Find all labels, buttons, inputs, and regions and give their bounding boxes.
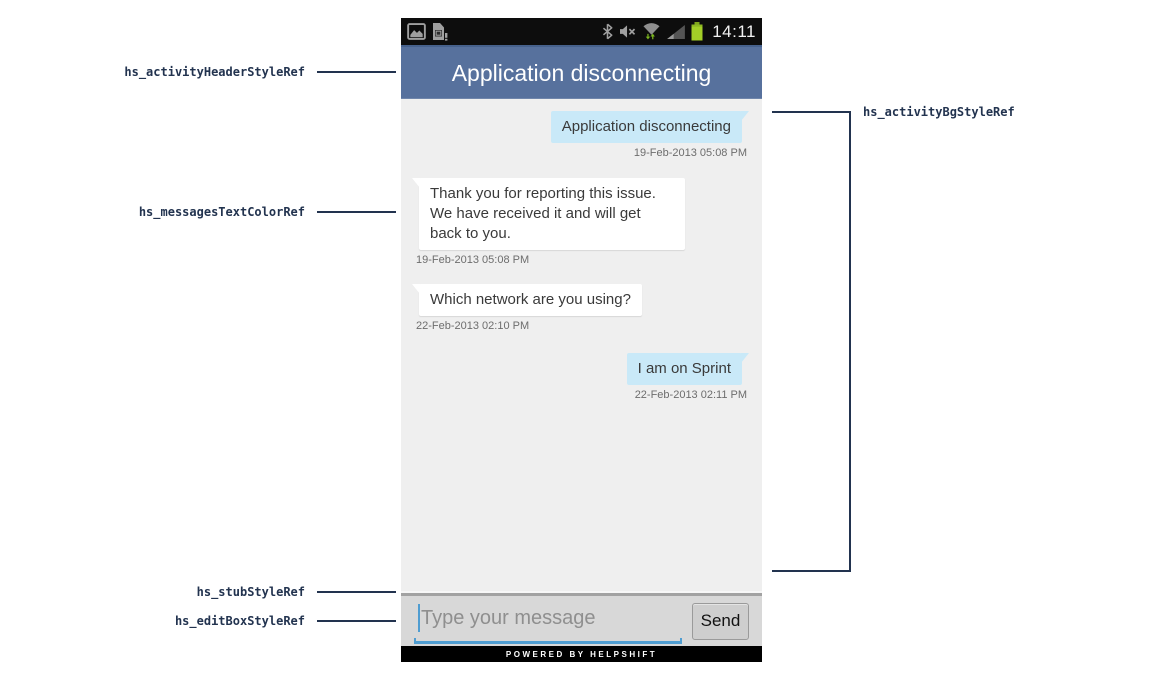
message-outgoing-2: I am on Sprint 22-Feb-2013 02:11 PM	[626, 353, 747, 401]
stub-divider	[401, 591, 762, 596]
status-bar: 14:11	[401, 18, 762, 45]
annotation-line-editbox-style	[317, 620, 396, 622]
gallery-icon	[407, 22, 426, 41]
status-bar-clock: 14:11	[712, 21, 756, 41]
annotation-stub-style: hs_stubStyleRef	[196, 585, 305, 599]
message-timestamp: 19-Feb-2013 05:08 PM	[416, 254, 530, 266]
annotation-editbox-style: hs_editBoxStyleRef	[174, 614, 305, 628]
activity-header: Application disconnecting	[401, 45, 762, 99]
conversation-list[interactable]: Application disconnecting 19-Feb-2013 05…	[401, 99, 762, 591]
mute-icon	[619, 24, 636, 39]
status-bar-left-icons	[407, 22, 448, 41]
annotation-activity-header-style: hs_activityHeaderStyleRef	[124, 65, 305, 79]
signal-strength-icon	[667, 24, 686, 39]
sim-alert-icon	[432, 22, 448, 41]
powered-by-footer: POWERED BY HELPSHIFT	[401, 646, 762, 662]
message-incoming-1: Thank you for reporting this issue. We h…	[416, 178, 685, 266]
phone-screen: 14:11 Application disconnecting Applicat…	[401, 18, 762, 662]
annotation-line-activity-header	[317, 71, 396, 73]
annotation-messages-text-color: hs_messagesTextColorRef	[138, 205, 305, 219]
message-timestamp: 22-Feb-2013 02:10 PM	[416, 320, 530, 332]
message-text: Application disconnecting	[561, 118, 731, 135]
activity-header-title: Application disconnecting	[451, 59, 712, 86]
send-button[interactable]: Send	[692, 602, 749, 640]
chat-bubble-outgoing: I am on Sprint	[626, 353, 742, 385]
message-incoming-2: Which network are you using? 22-Feb-2013…	[416, 284, 642, 332]
status-bar-right-icons: 14:11	[602, 22, 756, 42]
chat-bubble-outgoing: Application disconnecting	[550, 111, 742, 143]
powered-by-text: POWERED BY HELPSHIFT	[505, 649, 658, 659]
message-composer: Send	[401, 596, 762, 646]
annotation-line-messages-text-color	[317, 211, 396, 213]
message-input[interactable]	[414, 600, 682, 637]
message-timestamp: 22-Feb-2013 02:11 PM	[634, 389, 747, 401]
message-input-wrap	[414, 600, 682, 644]
text-cursor	[418, 604, 420, 632]
annotation-bracket-vertical	[849, 111, 851, 572]
annotation-activity-bg-style: hs_activityBgStyleRef	[863, 105, 1015, 119]
chat-bubble-incoming: Thank you for reporting this issue. We h…	[419, 178, 685, 250]
annotation-bracket-top	[772, 111, 851, 113]
chat-bubble-incoming: Which network are you using?	[419, 284, 642, 316]
message-timestamp: 19-Feb-2013 05:08 PM	[633, 147, 747, 159]
message-text: I am on Sprint	[637, 360, 731, 377]
annotation-bracket-bottom	[772, 570, 851, 572]
annotation-line-stub-style	[317, 591, 396, 593]
message-text: Thank you for reporting this issue. We h…	[430, 185, 656, 242]
bluetooth-icon	[602, 23, 613, 40]
message-outgoing-1: Application disconnecting 19-Feb-2013 05…	[550, 111, 747, 159]
battery-icon	[691, 22, 703, 41]
message-text: Which network are you using?	[430, 291, 631, 308]
wifi-traffic-icon	[642, 23, 661, 40]
editbox-underline	[414, 638, 682, 644]
